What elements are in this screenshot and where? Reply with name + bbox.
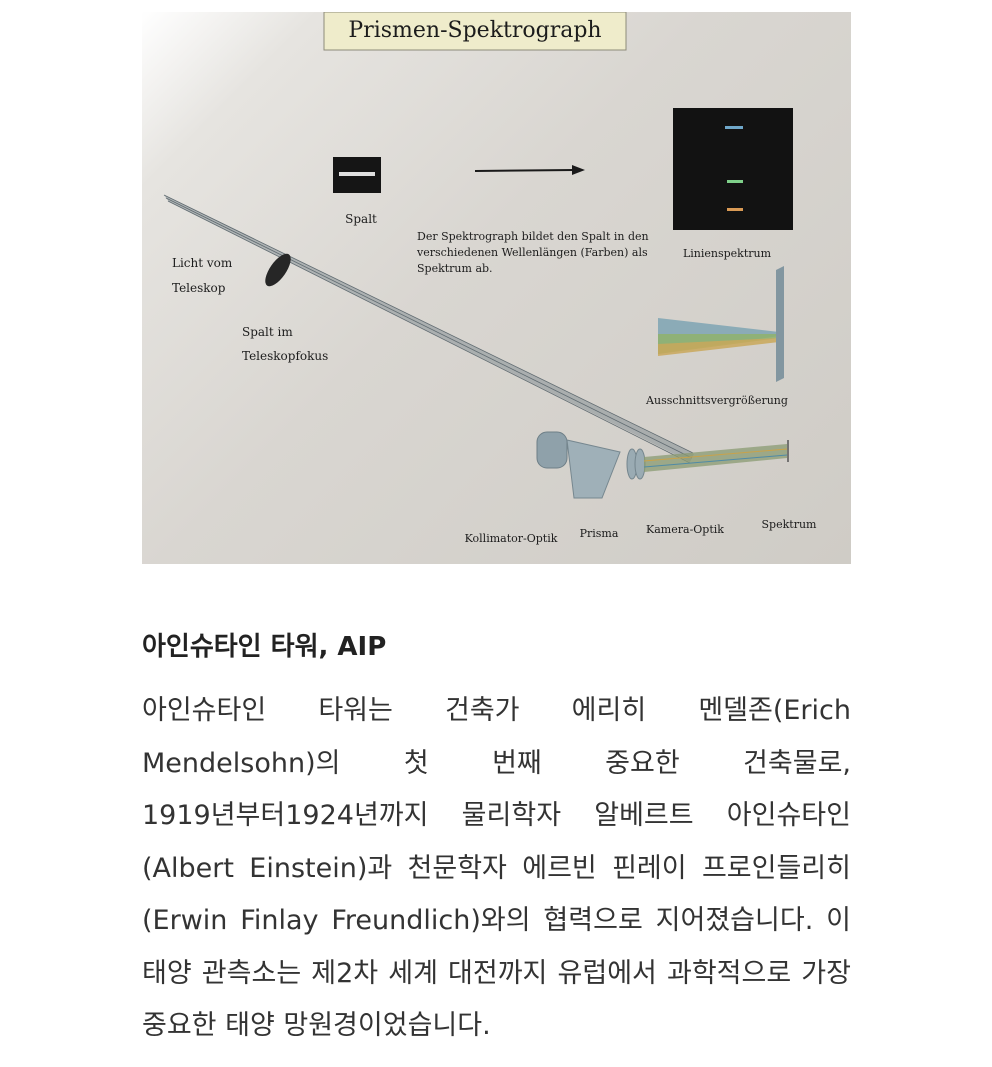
dispersed-beam [644, 444, 787, 472]
spectrum-label: Spektrum [762, 518, 818, 531]
description-text: Der Spektrograph bildet den Spalt in den… [416, 230, 652, 275]
magnified-screen [776, 266, 784, 382]
spectrum-line-orange [727, 208, 743, 211]
camera-lens-2-icon [634, 448, 646, 480]
spectrograph-photo: Prismen-Spektrograph Spalt Der Spektrogr… [142, 12, 851, 564]
beam-rays [163, 194, 694, 464]
description-line-2: verschiedenen Wellenlängen (Farben) als [416, 246, 648, 259]
caption-title: 아인슈타인 타워, AIP [142, 632, 387, 662]
arrow-line [474, 169, 575, 172]
slit-focus-line-1: Spalt im [242, 325, 293, 339]
collimator-lens-icon [536, 431, 568, 469]
spectrograph-diagram: Prismen-Spektrograph Spalt Der Spektrogr… [163, 12, 818, 545]
spectrum-line-green [727, 180, 743, 183]
telescope-focus-slit-icon [265, 253, 291, 287]
description-line-1: Der Spektrograph bildet den Spalt in den [417, 230, 649, 243]
header-plate [323, 12, 627, 51]
dispersed-ray-orange [643, 448, 788, 462]
slit-focus-label: Spalt im Teleskopfokus [242, 325, 328, 363]
prism-icon [566, 439, 621, 499]
camera-label: Kamera-Optik [646, 523, 724, 536]
caption-body: 아인슈타인 타워는 건축가 에리히 멘델존(Erich Mendelsohn)의… [142, 695, 851, 1041]
line-spectrum-label: Linienspektrum [683, 247, 772, 260]
slit-label: Spalt [345, 212, 377, 226]
light-label-line-1: Licht vom [172, 256, 233, 270]
dispersed-ray-blue [643, 454, 788, 468]
incoming-beam [164, 195, 694, 462]
slit-opening [339, 172, 375, 176]
slit-focus-line-2: Teleskopfokus [242, 349, 328, 363]
magnification-label: Ausschnittsvergrößerung [645, 394, 788, 407]
description-line-3: Spektrum ab. [417, 262, 493, 275]
arrow-head-icon [572, 165, 585, 175]
light-label: Licht vom Teleskop [172, 256, 236, 295]
spectrum-line-blue [725, 126, 743, 129]
figure-title: Prismen-Spektrograph [348, 18, 601, 43]
light-label-line-2: Teleskop [172, 281, 226, 295]
prism-label: Prisma [580, 527, 619, 540]
magnified-beam-orange [658, 338, 779, 356]
collimator-label: Kollimator-Optik [465, 532, 558, 545]
